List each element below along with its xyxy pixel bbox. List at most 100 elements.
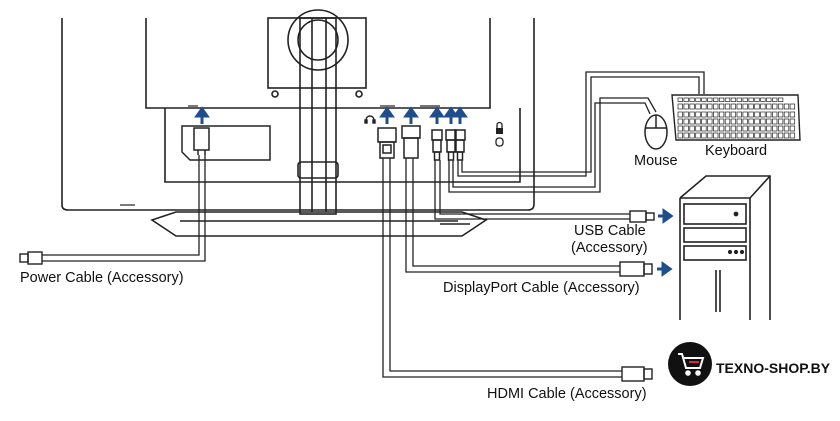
- keyboard-key: [707, 103, 713, 110]
- keyboard-key: [783, 132, 790, 139]
- keyboard-key: [713, 111, 719, 118]
- keyboard-key: [748, 97, 754, 102]
- keyboard-key: [689, 125, 695, 132]
- vent-marks: [120, 105, 440, 206]
- keyboard-key: [701, 132, 707, 139]
- keyboard-key: [677, 103, 683, 110]
- usb-cable: [434, 160, 630, 220]
- keyboard-key: [713, 97, 719, 102]
- headphone-icon: [364, 115, 376, 124]
- keyboard-key: [772, 132, 778, 139]
- keyboard-key: [683, 103, 689, 110]
- keyboard-key: [707, 118, 713, 125]
- keyboard-key: [695, 103, 701, 110]
- usb-cable-label-line2: (Accessory): [571, 240, 648, 256]
- up-arrow-icon: [443, 106, 459, 124]
- hdmi-cable-end: [621, 366, 653, 382]
- keyboard-key: [772, 97, 778, 102]
- keyboard-key: [736, 97, 742, 102]
- keyboard-key: [783, 111, 790, 118]
- displayport-cable: [405, 158, 620, 273]
- keyboard-key: [683, 97, 689, 102]
- keyboard-key: [736, 132, 742, 139]
- keyboard-key: [724, 111, 731, 118]
- keyboard-key: [724, 118, 731, 125]
- keyboard-key: [713, 118, 719, 125]
- keyboard-key: [695, 132, 701, 139]
- keyboard-key: [754, 132, 760, 139]
- keyboard-key: [748, 118, 754, 125]
- keyboard-key: [742, 118, 748, 125]
- keyboard-key: [683, 132, 689, 139]
- keyboard-label: Keyboard: [705, 143, 767, 159]
- keyboard-key: [748, 103, 754, 110]
- power-plug: [193, 127, 210, 155]
- keyboard-key: [736, 111, 742, 118]
- mouse-label: Mouse: [634, 153, 678, 169]
- keyboard-key: [760, 132, 766, 139]
- keyboard-key: [760, 97, 766, 102]
- keyboard-key: [760, 125, 766, 132]
- keyboard-key: [695, 97, 701, 102]
- keyboard-key: [707, 132, 713, 139]
- keyboard-key: [748, 111, 754, 118]
- cart-icon: [678, 353, 705, 376]
- keyboard-key: [677, 97, 683, 102]
- keyboard-key: [689, 118, 695, 125]
- keyboard-key: [754, 111, 760, 118]
- keyboard-key: [766, 125, 772, 132]
- keyboard-key: [689, 111, 695, 118]
- keyboard-key: [718, 97, 725, 102]
- keyboard-key: [777, 97, 784, 102]
- keyboard-key: [772, 118, 778, 125]
- monitor-back: [61, 9, 535, 237]
- watermark-text: TEXNO-SHOP.BY: [716, 360, 831, 376]
- keyboard-key: [736, 103, 742, 110]
- up-arrow-icon: [379, 106, 395, 124]
- keyboard-key: [707, 97, 713, 102]
- keyboard-key: [766, 111, 772, 118]
- keyboard-key: [783, 118, 790, 125]
- computer-tower: [679, 175, 771, 320]
- keyboard-key: [777, 118, 784, 125]
- keyboard-key: [777, 132, 784, 139]
- keyboard-key: [748, 132, 754, 139]
- keyboard-key: [777, 111, 784, 118]
- keyboard-key: [724, 103, 731, 110]
- keyboard-key: [718, 132, 725, 139]
- power-cable-label: Power Cable (Accessory): [20, 270, 184, 286]
- mouse: [644, 114, 668, 150]
- keyboard-key: [724, 97, 731, 102]
- keyboard: [671, 94, 801, 141]
- keyboard-key: [736, 118, 742, 125]
- keyboard-key: [789, 118, 796, 125]
- keyboard-key: [777, 125, 784, 132]
- right-arrow-icon: [657, 261, 673, 277]
- watermark-logo: TEXNO-SHOP.BY: [668, 342, 831, 386]
- keyboard-key: [730, 125, 737, 132]
- keyboard-key: [707, 125, 713, 132]
- keyboard-key: [683, 125, 689, 132]
- usb-cable-end: [629, 210, 655, 223]
- keyboard-key: [754, 103, 760, 110]
- keyboard-key: [760, 118, 766, 125]
- keyboard-key: [701, 103, 707, 110]
- keyboard-key: [742, 103, 748, 110]
- keyboard-key: [718, 103, 725, 110]
- up-arrow-icon: [194, 106, 210, 124]
- keyboard-key: [766, 118, 772, 125]
- usb-plug: [431, 129, 443, 161]
- keyboard-key: [695, 118, 701, 125]
- keyboard-key: [701, 97, 707, 102]
- up-arrow-icon: [403, 106, 419, 124]
- keyboard-key: [677, 125, 683, 132]
- mouse-cable: [448, 97, 657, 193]
- keyboard-key: [760, 111, 766, 118]
- keyboard-key: [701, 125, 707, 132]
- power-inlet: [181, 125, 271, 161]
- keyboard-key: [772, 103, 778, 110]
- keyboard-key: [689, 103, 695, 110]
- keyboard-key: [683, 118, 689, 125]
